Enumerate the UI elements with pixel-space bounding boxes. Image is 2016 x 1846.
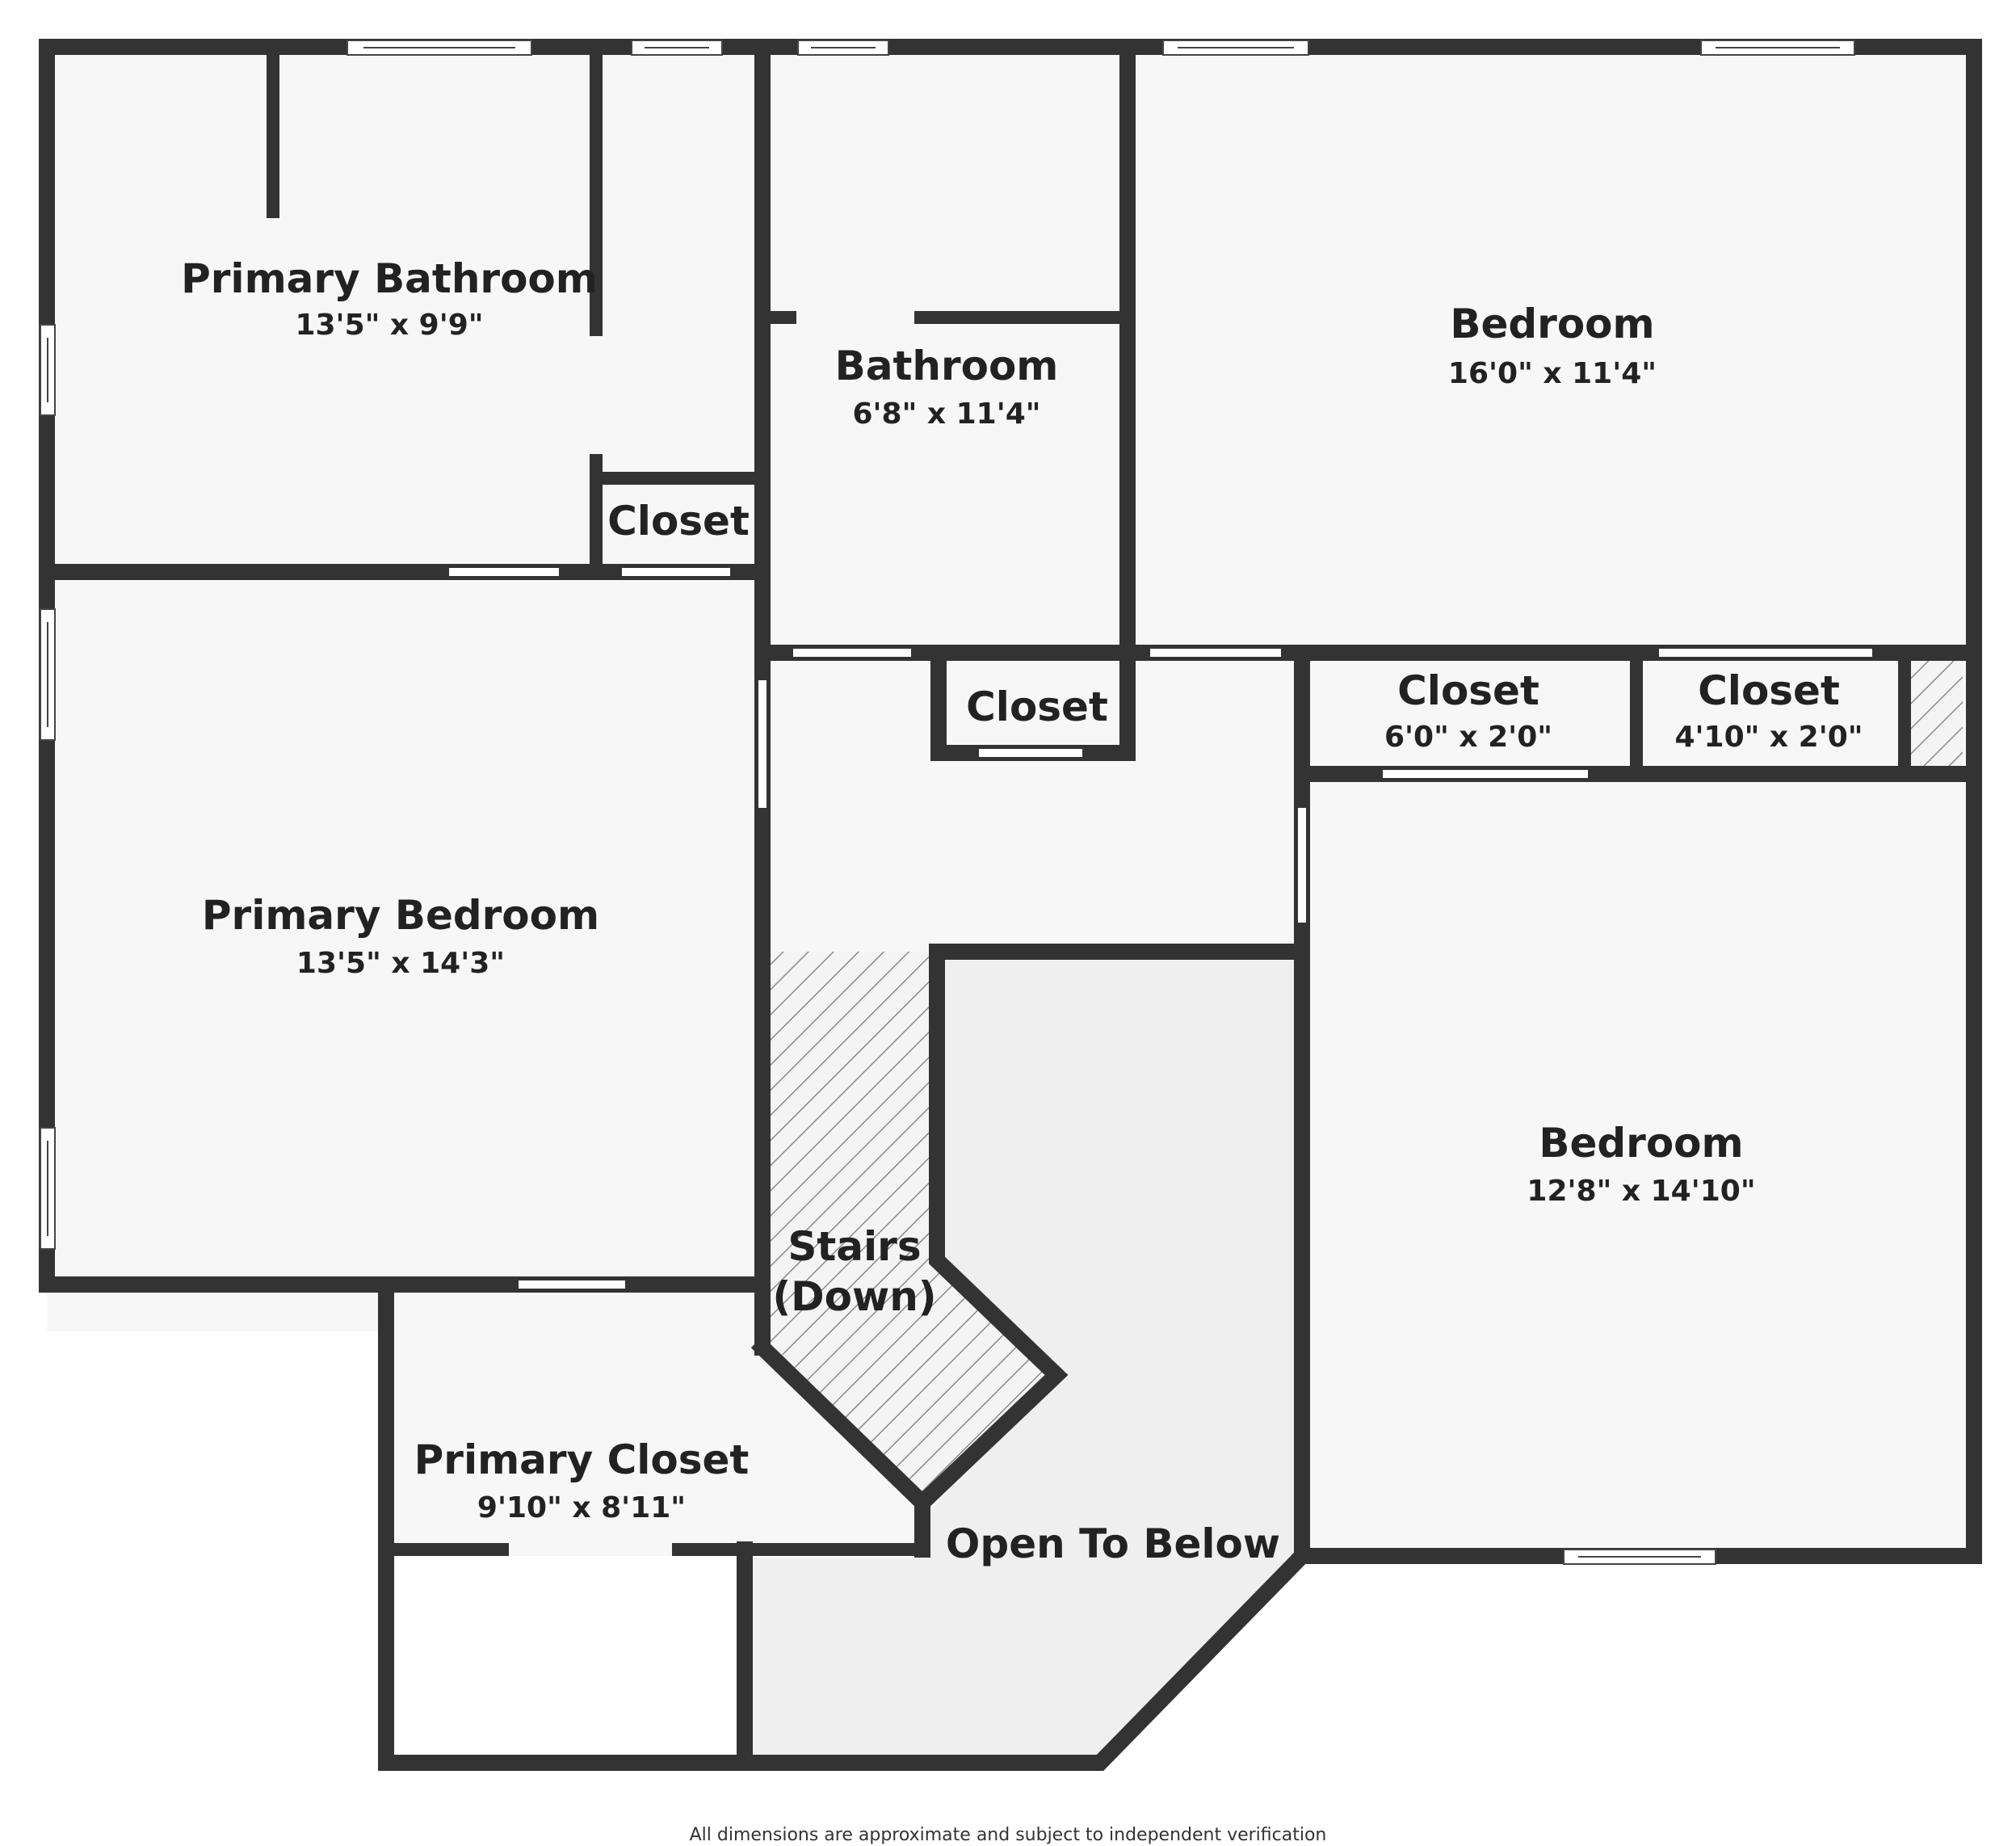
primary-bedroom-label: Primary Bedroom — [202, 892, 599, 939]
bedroom-dimensions: 16'0" x 11'4" — [1448, 357, 1657, 390]
floors — [39, 47, 1993, 1846]
primary-closet-dimensions: 9'10" x 8'11" — [477, 1491, 686, 1524]
bedroom-label: Bedroom — [1450, 301, 1654, 347]
primary-bedroom-dimensions: 13'5" x 14'3" — [296, 947, 505, 980]
primary-bathroom-label: Primary Bathroom — [181, 255, 598, 302]
window — [1162, 40, 1309, 56]
window — [797, 40, 889, 56]
bedroom-label: Bedroom — [1539, 1120, 1743, 1167]
closet-dimensions: 4'10" x 2'0" — [1674, 721, 1863, 754]
primary-closet-label: Primary Closet — [414, 1436, 750, 1483]
openings — [449, 568, 1872, 1289]
walls — [39, 39, 1982, 1771]
window — [40, 1127, 56, 1250]
window — [1700, 40, 1855, 56]
closet-label: Closet — [1397, 667, 1539, 714]
window — [1563, 1549, 1716, 1565]
closet-label: Closet — [1698, 667, 1840, 714]
bathroom-dimensions: 6'8" x 11'4" — [852, 397, 1040, 431]
bathroom-label: Bathroom — [835, 343, 1059, 389]
window — [40, 608, 56, 741]
windows — [40, 40, 1855, 1565]
closet-hatch — [1911, 658, 1963, 766]
open-to-below-label: Open To Below — [946, 1520, 1280, 1567]
stairs-hatch — [771, 952, 1054, 1499]
dimensions-disclaimer: All dimensions are approximate and subje… — [690, 1825, 1327, 1845]
window — [346, 40, 532, 56]
hall-closet-label: Closet — [966, 683, 1108, 730]
window — [40, 324, 56, 416]
window — [631, 40, 723, 56]
stairs-label: Stairs — [788, 1223, 921, 1270]
bedroom-dimensions: 12'8" x 14'10" — [1527, 1175, 1755, 1208]
primary-bathroom-dimensions: 13'5" x 9'9" — [295, 309, 483, 342]
closet-label: Closet — [607, 498, 750, 545]
open-to-below-floor — [751, 953, 1302, 1763]
room-labels: Primary Bathroom 13'5" x 9'9" Closet Bat… — [181, 255, 1863, 1567]
closet-dimensions: 6'0" x 2'0" — [1384, 721, 1552, 754]
stairs-direction-label: (Down) — [772, 1273, 936, 1320]
